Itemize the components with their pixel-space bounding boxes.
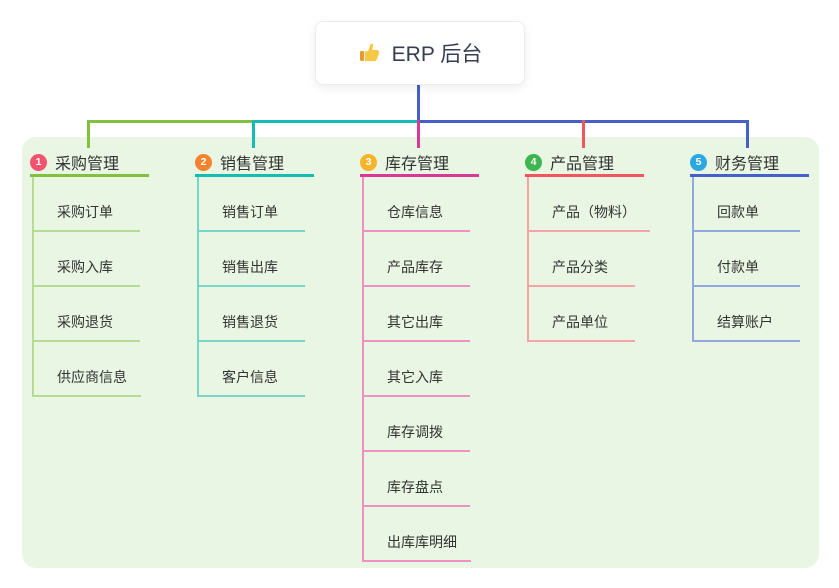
child-topic[interactable]: 产品单位 — [527, 287, 635, 342]
branch-header-inventory[interactable]: 3 库存管理 — [360, 150, 479, 177]
child-topic-label: 产品库存 — [387, 259, 443, 275]
branch-header-sales[interactable]: 2 销售管理 — [195, 150, 314, 177]
child-topic[interactable]: 库存盘点 — [362, 452, 470, 507]
connector-drop-inventory — [417, 120, 420, 148]
connector-root-stem — [417, 83, 420, 121]
branch-children: 产品（物料） 产品分类产品单位 — [527, 177, 650, 342]
child-topic-label: 销售出库 — [222, 259, 278, 275]
badge-3-icon: 3 — [360, 153, 377, 171]
child-topic-label: 其它入库 — [387, 369, 443, 385]
child-topic-label: 产品单位 — [552, 314, 608, 330]
connector-horizontal-purchase — [87, 120, 253, 123]
child-topic-label: 产品（物料） — [552, 204, 636, 220]
child-topic[interactable]: 产品分类 — [527, 232, 635, 287]
child-topic-label: 销售退货 — [222, 314, 278, 330]
branch-inventory: 3 库存管理 仓库信息产品库存其它出库其它入库库存调拨库存盘点出库库明细 — [360, 150, 479, 562]
child-topic[interactable]: 销售退货 — [197, 287, 305, 342]
child-topic-label: 供应商信息 — [57, 369, 127, 385]
branch-child-connector — [527, 177, 529, 342]
badge-4-icon: 4 — [525, 153, 542, 171]
child-topic-label: 库存调拨 — [387, 424, 443, 440]
branch-purchase: 1 采购管理 采购订单采购入库采购退货供应商信息 — [30, 150, 149, 397]
child-topic[interactable]: 产品（物料） — [527, 177, 650, 232]
child-topic-label: 出库库明细 — [387, 534, 457, 550]
child-topic[interactable]: 销售订单 — [197, 177, 305, 232]
mindmap-canvas — [22, 137, 819, 568]
branch-children: 回款单付款单结算账户 — [692, 177, 809, 342]
thumbs-up-icon — [358, 41, 382, 65]
child-topic[interactable]: 库存调拨 — [362, 397, 470, 452]
connector-drop-product — [582, 120, 585, 148]
child-topic[interactable]: 采购退货 — [32, 287, 140, 342]
branch-product: 4 产品管理 产品（物料） 产品分类产品单位 — [525, 150, 650, 342]
child-topic-label: 采购退货 — [57, 314, 113, 330]
child-topic[interactable]: 采购订单 — [32, 177, 140, 232]
branch-header-product[interactable]: 4 产品管理 — [525, 150, 644, 177]
connector-drop-purchase — [87, 120, 90, 148]
branch-finance: 5 财务管理 回款单付款单结算账户 — [690, 150, 809, 342]
child-topic-label: 采购订单 — [57, 204, 113, 220]
child-topic[interactable]: 客户信息 — [197, 342, 305, 397]
child-topic-label: 付款单 — [717, 259, 759, 275]
child-topic[interactable]: 其它出库 — [362, 287, 470, 342]
branch-label: 库存管理 — [385, 156, 450, 173]
branch-children: 销售订单销售出库销售退货客户信息 — [197, 177, 314, 397]
branch-child-connector — [692, 177, 694, 342]
branch-children: 仓库信息产品库存其它出库其它入库库存调拨库存盘点出库库明细 — [362, 177, 479, 562]
connector-drop-sales — [252, 120, 255, 148]
child-topic[interactable]: 结算账户 — [692, 287, 800, 342]
child-topic[interactable]: 付款单 — [692, 232, 800, 287]
root-node[interactable]: ERP 后台 — [315, 21, 525, 85]
child-topic-label: 其它出库 — [387, 314, 443, 330]
child-topic-label: 产品分类 — [552, 259, 608, 275]
child-topic-label: 销售订单 — [222, 204, 278, 220]
child-topic[interactable]: 回款单 — [692, 177, 800, 232]
child-topic[interactable]: 产品库存 — [362, 232, 470, 287]
child-topic-label: 仓库信息 — [387, 204, 443, 220]
branch-header-purchase[interactable]: 1 采购管理 — [30, 150, 149, 177]
child-topic[interactable]: 出库库明细 — [362, 507, 471, 562]
child-topic-label: 结算账户 — [717, 314, 773, 330]
child-topic[interactable]: 供应商信息 — [32, 342, 141, 397]
child-topic-label: 回款单 — [717, 204, 759, 220]
child-topic[interactable]: 销售出库 — [197, 232, 305, 287]
branch-label: 采购管理 — [55, 156, 120, 173]
branch-child-connector — [197, 177, 199, 397]
child-topic-label: 库存盘点 — [387, 479, 443, 495]
branch-sales: 2 销售管理 销售订单销售出库销售退货客户信息 — [195, 150, 314, 397]
child-topic[interactable]: 仓库信息 — [362, 177, 470, 232]
badge-1-icon: 1 — [30, 153, 47, 171]
child-topic-label: 采购入库 — [57, 259, 113, 275]
connector-horizontal-sales — [252, 120, 419, 123]
badge-5-icon: 5 — [690, 153, 707, 171]
branch-label: 销售管理 — [220, 156, 285, 173]
branch-children: 采购订单采购入库采购退货供应商信息 — [32, 177, 149, 397]
branch-label: 产品管理 — [550, 156, 615, 173]
connector-drop-finance — [746, 120, 749, 148]
badge-2-icon: 2 — [195, 153, 212, 171]
child-topic[interactable]: 采购入库 — [32, 232, 140, 287]
branch-header-finance[interactable]: 5 财务管理 — [690, 150, 809, 177]
root-title: ERP 后台 — [391, 43, 483, 66]
branch-child-connector — [362, 177, 364, 562]
branch-label: 财务管理 — [715, 156, 780, 173]
branch-child-connector — [32, 177, 34, 397]
child-topic-label: 客户信息 — [222, 369, 278, 385]
child-topic[interactable]: 其它入库 — [362, 342, 470, 397]
